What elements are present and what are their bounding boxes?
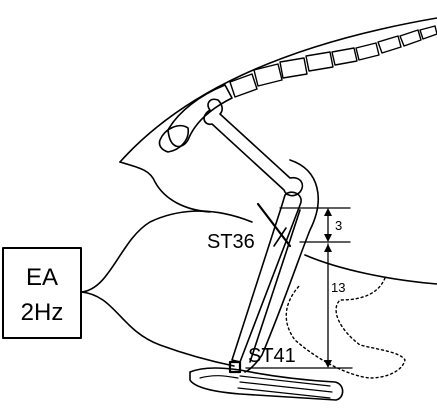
tissue-dotted <box>285 277 406 379</box>
electrode-wire-upper <box>80 210 253 293</box>
st41-label: ST41 <box>248 345 296 367</box>
tail-vertebrae <box>229 25 437 98</box>
st36-needle <box>256 202 292 248</box>
foot-bones <box>199 375 333 399</box>
measurement-arrows <box>324 208 332 368</box>
measurement-lines <box>245 207 353 369</box>
leg-outline-back <box>244 159 319 373</box>
pelvis-bone <box>167 84 233 148</box>
st36-needle-cross <box>273 227 287 247</box>
body-outline-rump <box>119 161 211 213</box>
st36-label: ST36 <box>207 231 255 253</box>
measurement-13-label: 13 <box>331 280 345 295</box>
tibia-bone <box>231 191 302 363</box>
measurement-3-label: 3 <box>335 218 342 233</box>
electrode-wire-lower <box>80 291 235 367</box>
pelvis-bone-lower <box>158 124 190 153</box>
ea-label: EA <box>26 264 58 291</box>
ea-device-box <box>2 247 82 339</box>
foot-outline <box>189 367 344 401</box>
frequency-label: 2Hz <box>21 299 64 326</box>
body-outline <box>119 17 437 163</box>
belly-outline <box>304 254 437 285</box>
fibula-bone <box>249 209 301 363</box>
femur-bone <box>203 98 304 197</box>
st41-marker <box>228 360 242 374</box>
